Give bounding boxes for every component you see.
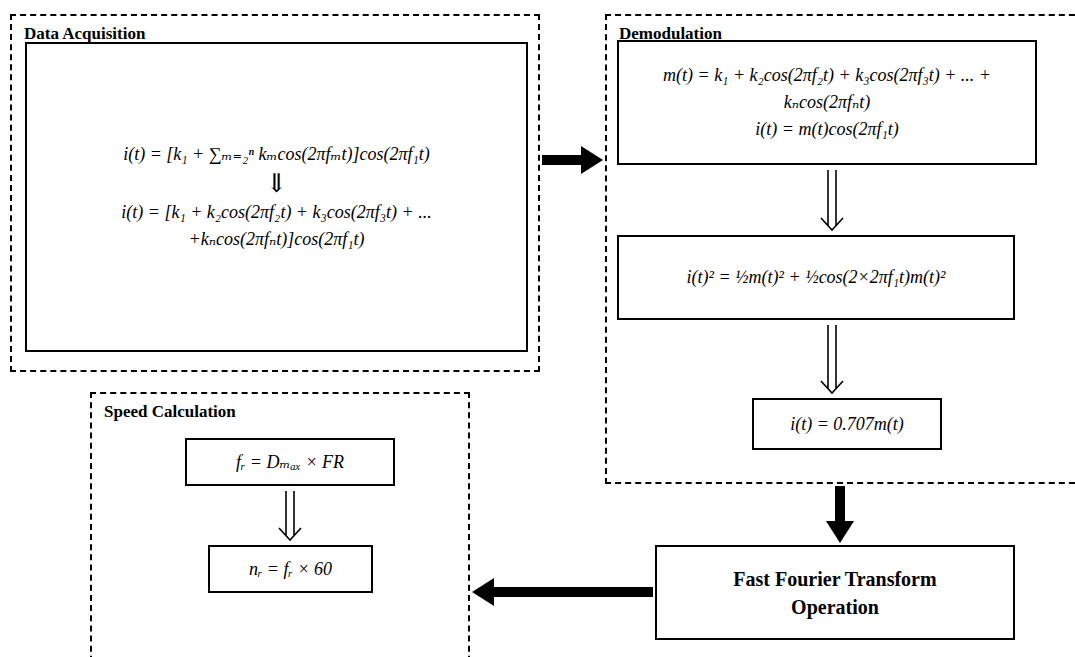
arrow-head <box>581 146 603 174</box>
arrow-head <box>821 218 843 230</box>
arrow-shaft <box>492 587 653 597</box>
arrow-shaft <box>827 325 829 388</box>
arrow-shaft <box>542 155 583 165</box>
arrow-shaft <box>293 491 295 535</box>
stage-group: Data Acquisition i(t) = [k₁ + ∑ₘ₌₂ⁿ kₘcos… <box>10 14 540 372</box>
arrow-shaft <box>285 491 287 535</box>
stage-group: Demodulationm(t) = k₁ + k₂cos(2πf₂t) + k… <box>605 14 1075 484</box>
flow-arrow <box>472 578 653 606</box>
equation-text: i(t) = [k₁ + ∑ₘ₌₂ⁿ kₘcos(2πfₘt)]cos(2πf₁… <box>123 141 430 168</box>
equation-box: i(t) = 0.707m(t) <box>752 398 942 450</box>
equation-box: nᵣ = fᵣ × 60 <box>208 545 373 593</box>
equation-text: nᵣ = fᵣ × 60 <box>249 556 332 583</box>
equation-text: i(t) = [k₁ + k₂cos(2πf₂t) + k₃cos(2πf₃t)… <box>39 199 514 253</box>
equation-text: Fast Fourier Transform Operation <box>710 565 960 621</box>
flow-arrow <box>542 146 603 174</box>
equation-text: i(t) = m(t)cos(2πf₁t) <box>755 116 898 143</box>
arrow-shaft <box>827 170 829 225</box>
process-box: Fast Fourier Transform Operation <box>655 545 1015 640</box>
arrow-head <box>279 528 301 540</box>
arrow-head <box>826 521 854 543</box>
flow-arrow <box>826 486 854 543</box>
arrow-head <box>821 381 843 393</box>
equation-text: i(t)² = ½m(t)² + ½cos(2×2πf₁t)m(t)² <box>687 264 946 291</box>
equation-box: fᵣ = Dₘₐₓ × FR <box>185 438 395 486</box>
double-arrow <box>821 170 843 230</box>
group-heading: Speed Calculation <box>104 402 468 422</box>
arrow-shaft <box>835 170 837 225</box>
equation-box: i(t) = [k₁ + ∑ₘ₌₂ⁿ kₘcos(2πfₘt)]cos(2πf₁… <box>25 42 528 352</box>
arrow-shaft <box>835 486 845 523</box>
equation-box: i(t)² = ½m(t)² + ½cos(2×2πf₁t)m(t)² <box>617 235 1015 320</box>
equation-box: m(t) = k₁ + k₂cos(2πf₂t) + k₃cos(2πf₃t) … <box>617 40 1037 165</box>
double-arrow <box>279 491 301 540</box>
double-arrow <box>821 325 843 393</box>
group-heading: Data Acquisition <box>24 24 538 44</box>
stage-group: Speed Calculation fᵣ = Dₘₐₓ × FR nᵣ = fᵣ ×… <box>90 392 470 657</box>
arrow-shaft <box>835 325 837 388</box>
equation-text: ⇓ <box>266 168 288 199</box>
arrow-head <box>472 578 494 606</box>
equation-text: m(t) = k₁ + k₂cos(2πf₂t) + k₃cos(2πf₃t) … <box>631 62 1023 116</box>
equation-text: fᵣ = Dₘₐₓ × FR <box>236 449 344 476</box>
equation-text: i(t) = 0.707m(t) <box>790 411 904 438</box>
